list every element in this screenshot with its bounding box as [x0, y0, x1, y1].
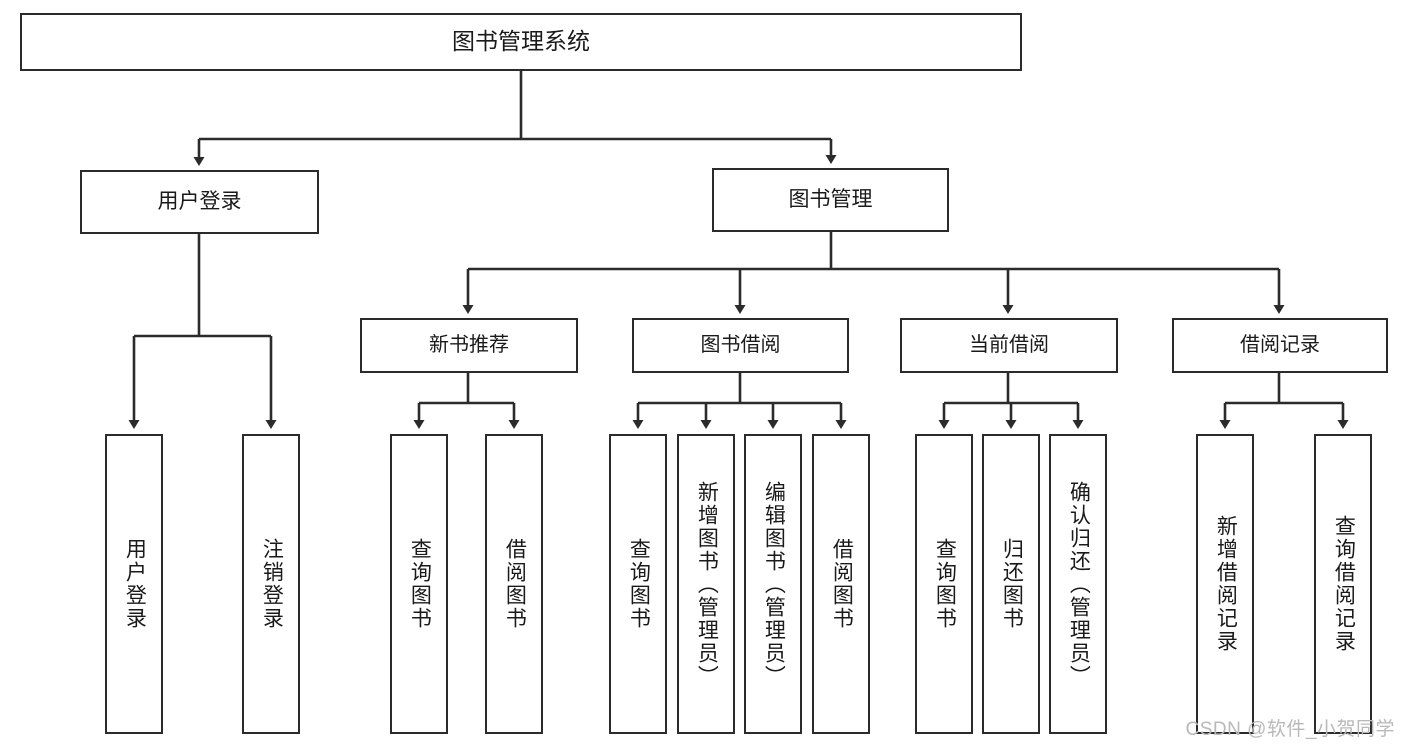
node-leaf-edit-book-label: 编辑图书（管理员） — [762, 480, 786, 688]
node-root-label: 图书管理系统 — [452, 28, 590, 55]
node-leaf-add-record-label: 新增借阅记录 — [1214, 515, 1238, 653]
node-leaf-add-book[interactable]: 新增图书（管理员） — [677, 434, 735, 734]
node-leaf-query-record[interactable]: 查询借阅记录 — [1314, 434, 1372, 734]
node-root[interactable]: 图书管理系统 — [20, 13, 1022, 71]
node-leaf-borrow-book-1[interactable]: 借阅图书 — [485, 434, 543, 734]
node-leaf-query-book-1-label: 查询图书 — [408, 538, 432, 630]
node-leaf-logout-login-label: 注销登录 — [260, 538, 284, 630]
node-leaf-return-book[interactable]: 归还图书 — [982, 434, 1040, 734]
node-book-borrow[interactable]: 图书借阅 — [632, 318, 849, 373]
node-leaf-borrow-book-2-label: 借阅图书 — [830, 538, 854, 630]
node-new-book-recommend[interactable]: 新书推荐 — [360, 318, 578, 373]
node-leaf-confirm-return-label: 确认归还（管理员） — [1067, 480, 1091, 688]
node-leaf-query-record-label: 查询借阅记录 — [1332, 515, 1356, 653]
node-book-management-label: 图书管理 — [788, 187, 873, 211]
node-leaf-query-book-2-label: 查询图书 — [627, 538, 651, 630]
node-leaf-logout-login[interactable]: 注销登录 — [242, 434, 300, 734]
node-leaf-query-book-3-label: 查询图书 — [933, 538, 957, 630]
node-leaf-user-login-label: 用户登录 — [123, 538, 147, 630]
node-leaf-edit-book[interactable]: 编辑图书（管理员） — [744, 434, 802, 734]
node-book-management[interactable]: 图书管理 — [712, 168, 949, 232]
node-borrow-record[interactable]: 借阅记录 — [1172, 318, 1388, 373]
node-borrow-record-label: 借阅记录 — [1240, 333, 1320, 356]
node-user-login[interactable]: 用户登录 — [80, 170, 319, 234]
node-leaf-user-login[interactable]: 用户登录 — [105, 434, 163, 734]
node-leaf-query-book-2[interactable]: 查询图书 — [609, 434, 667, 734]
node-leaf-borrow-book-2[interactable]: 借阅图书 — [812, 434, 870, 734]
node-book-borrow-label: 图书借阅 — [700, 333, 781, 356]
node-leaf-query-book-1[interactable]: 查询图书 — [390, 434, 448, 734]
node-leaf-add-book-label: 新增图书（管理员） — [695, 480, 719, 688]
node-leaf-borrow-book-1-label: 借阅图书 — [503, 538, 527, 630]
node-leaf-confirm-return[interactable]: 确认归还（管理员） — [1049, 434, 1107, 734]
node-leaf-return-book-label: 归还图书 — [1000, 538, 1024, 630]
node-user-login-label: 用户登录 — [157, 189, 242, 213]
node-leaf-query-book-3[interactable]: 查询图书 — [915, 434, 973, 734]
watermark-text: CSDN @软件_小贺同学 — [1185, 719, 1395, 740]
node-current-borrow[interactable]: 当前借阅 — [900, 318, 1118, 373]
node-new-book-recommend-label: 新书推荐 — [429, 333, 509, 356]
node-current-borrow-label: 当前借阅 — [969, 333, 1049, 356]
node-leaf-add-record[interactable]: 新增借阅记录 — [1196, 434, 1254, 734]
